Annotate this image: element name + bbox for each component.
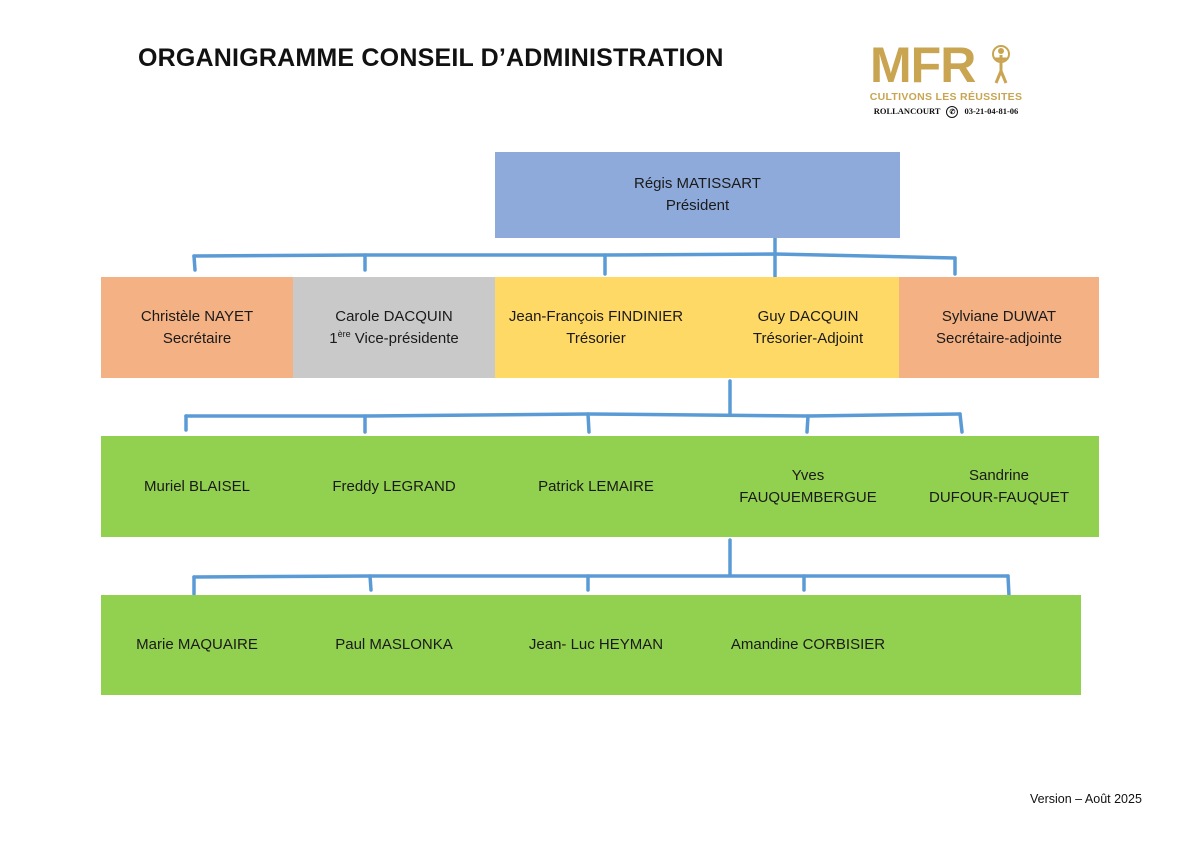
role-ordinal: ère <box>337 328 351 339</box>
member-row1-2: Freddy LEGRAND <box>293 436 495 537</box>
connector-row1-drop-5 <box>958 412 964 434</box>
member-name: Patrick LEMAIRE <box>538 477 654 495</box>
member-row2-3: Jean- Luc HEYMAN <box>495 595 697 695</box>
connector-row2-drop-2 <box>368 574 373 592</box>
role-text: Vice-présidente <box>350 329 459 347</box>
member-role: Trésorier <box>566 329 626 347</box>
members-row2-bg <box>101 595 1081 695</box>
member-name: Jean- Luc HEYMAN <box>528 636 664 653</box>
president-role: Président <box>665 197 730 214</box>
connector-bureau-drop-1 <box>192 254 197 272</box>
connector-bureau-bar <box>192 252 957 260</box>
president-name: Régis MATISSART <box>634 175 761 192</box>
logo-contact: ROLLANCOURT ✆ 03-21-04-81-06 <box>856 106 1036 119</box>
member-row1-1: Muriel BLAISEL <box>101 436 293 537</box>
member-first-name: Yves <box>791 466 825 484</box>
bureau-member-vice-president: Carole DACQUIN 1ère Vice-présidente <box>293 277 495 378</box>
member-row2-2: Paul MASLONKA <box>293 595 495 695</box>
member-name: Christèle NAYET <box>140 307 254 325</box>
member-role: Secrétaire-adjointe <box>936 329 1062 347</box>
bureau-bg-deputy-secretary <box>899 277 1099 378</box>
version-label: Version – Août 2025 <box>1030 792 1142 806</box>
member-role: 1ère Vice-présidente <box>329 328 458 350</box>
member-row2-1: Marie MAQUAIRE <box>101 595 293 695</box>
bureau-bg-treasurers <box>495 277 899 378</box>
president-box: Régis MATISSART Président <box>495 152 900 238</box>
bureau-bg-vice-president <box>293 277 495 378</box>
connector-row1-drop-4 <box>805 414 810 434</box>
bureau-bg-secretary <box>101 277 293 378</box>
member-name: Freddy LEGRAND <box>332 477 456 495</box>
person-figure-icon <box>992 45 1010 84</box>
bureau-member-secretary: Christèle NAYET Secrétaire <box>101 277 293 378</box>
member-name: Paul MASLONKA <box>335 636 453 653</box>
member-name: Muriel BLAISEL <box>144 477 250 495</box>
members-row1-bg <box>101 436 1099 537</box>
connector-row2-bar <box>192 574 1010 579</box>
member-row1-3: Patrick LEMAIRE <box>495 436 697 537</box>
logo-brand: MFR <box>870 37 976 93</box>
bureau-member-treasurer: Jean-François FINDINIER Trésorier <box>495 277 697 378</box>
connector-row1-bar <box>184 412 962 418</box>
role-number: 1 <box>329 329 338 347</box>
member-first-name: Sandrine <box>968 466 1030 484</box>
member-name: Guy DACQUIN <box>757 307 859 325</box>
member-role: Secrétaire <box>162 329 232 347</box>
member-name: Amandine CORBISIER <box>730 636 886 653</box>
member-last-name: FAUQUEMBERGUE <box>739 488 877 506</box>
member-row1-5: Sandrine DUFOUR-FAUQUET <box>899 436 1099 537</box>
member-row2-4: Amandine CORBISIER <box>707 595 909 695</box>
logo-phone: 03-21-04-81-06 <box>964 106 1019 116</box>
logo-tagline: CULTIVONS LES RÉUSSITES <box>869 91 1023 103</box>
connector-row1-drop-3 <box>586 412 591 434</box>
member-name: Jean-François FINDINIER <box>508 307 684 325</box>
mfr-logo: MFR CULTIVONS LES RÉUSSITES ROLLANCOURT ✆… <box>856 40 1036 120</box>
member-last-name: DUFOUR-FAUQUET <box>929 488 1069 506</box>
member-role: Trésorier-Adjoint <box>752 329 864 347</box>
member-name: Carole DACQUIN <box>335 307 453 325</box>
page-title: ORGANIGRAMME CONSEIL D’ADMINISTRATION <box>138 44 724 72</box>
member-row1-4: Yves FAUQUEMBERGUE <box>707 436 909 537</box>
logo-location: ROLLANCOURT <box>873 106 941 116</box>
member-name: Marie MAQUAIRE <box>136 636 258 653</box>
phone-icon: ✆ <box>946 106 959 119</box>
bureau-member-deputy-secretary: Sylviane DUWAT Secrétaire-adjointe <box>899 277 1099 378</box>
connector-row2-drop-5 <box>1006 574 1011 598</box>
member-name: Sylviane DUWAT <box>941 307 1057 325</box>
bureau-member-deputy-treasurer: Guy DACQUIN Trésorier-Adjoint <box>707 277 909 378</box>
